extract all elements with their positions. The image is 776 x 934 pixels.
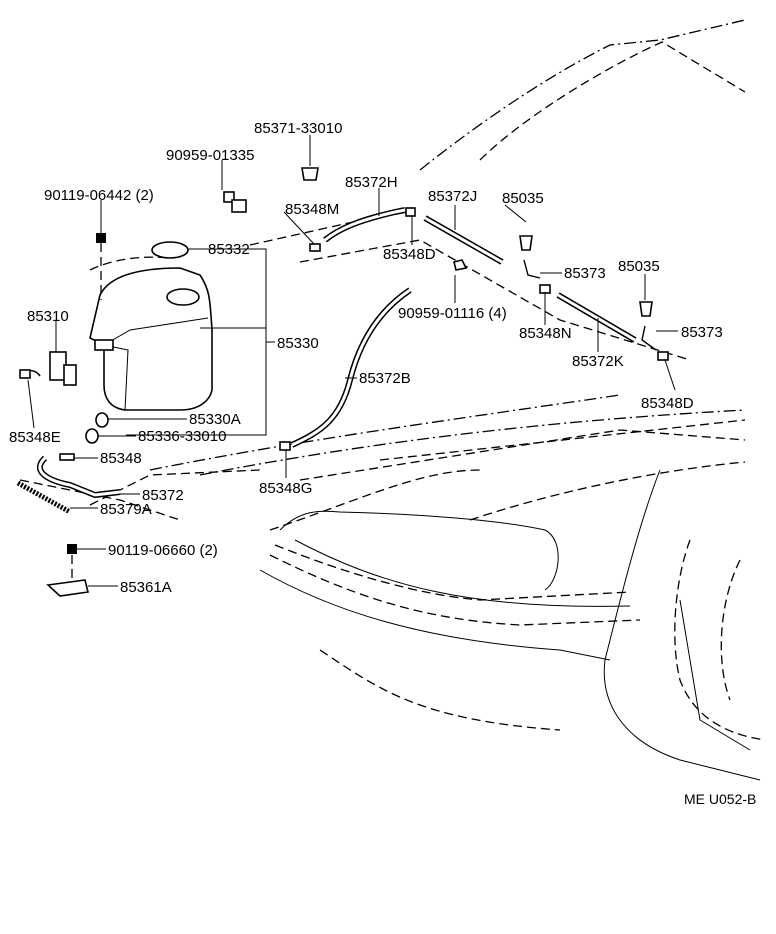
nozzle-85035-b	[639, 301, 653, 317]
label-85373-b: 85373	[681, 324, 723, 341]
hose-85372H	[323, 207, 406, 243]
joint-85348N	[539, 284, 551, 294]
hose-85372K	[556, 292, 637, 343]
label-85372: 85372	[142, 487, 184, 504]
diagram-code: ME U052-B	[684, 791, 756, 807]
label-85372H: 85372H	[345, 174, 398, 191]
washer-tank	[89, 256, 213, 411]
joint-85348G	[279, 441, 291, 451]
label-85310: 85310	[27, 308, 69, 325]
car-body-outline	[19, 19, 766, 781]
label-85330: 85330	[277, 335, 319, 352]
bracket-85361A	[46, 579, 89, 597]
label-90119-06660: 90119-06660 (2)	[108, 542, 218, 559]
label-85035-right: 85035	[618, 258, 660, 275]
clip-85371	[301, 167, 319, 181]
label-85348M: 85348M	[285, 201, 339, 218]
hose-85372B	[290, 287, 412, 448]
clip-90959-01116	[453, 259, 468, 271]
joint-85348E	[19, 369, 31, 379]
label-85348N: 85348N	[519, 325, 572, 342]
label-85348G: 85348G	[259, 480, 312, 497]
label-85373-a: 85373	[564, 265, 606, 282]
joint-85348	[59, 453, 75, 461]
bolt-90119-06660	[67, 544, 77, 554]
label-85379A: 85379A	[100, 501, 152, 518]
label-85372K: 85372K	[572, 353, 624, 370]
hose-85379A	[16, 480, 72, 515]
clip-90959-01335	[223, 191, 247, 213]
joint-85348M	[309, 243, 321, 252]
hose-85372J	[423, 215, 504, 265]
label-85348: 85348	[100, 450, 142, 467]
label-90119-06442: 90119-06442 (2)	[44, 187, 154, 204]
bolt-90119-06442	[96, 233, 106, 300]
label-85330A: 85330A	[189, 411, 241, 428]
grommet-85330a	[95, 412, 109, 428]
tank-cap	[151, 241, 189, 259]
joint-85348D-bot	[657, 351, 669, 361]
label-85361A: 85361A	[120, 579, 172, 596]
hose-85373-a	[523, 259, 541, 279]
label-85336-33010: 85336-33010	[138, 428, 226, 445]
label-85348D-top: 85348D	[383, 246, 436, 263]
label-85332: 85332	[208, 241, 250, 258]
hose-85373-b	[641, 325, 657, 351]
joint-85348D-top	[405, 207, 416, 217]
label-85372J: 85372J	[428, 188, 477, 205]
label-85348D-bottom: 85348D	[641, 395, 694, 412]
label-85372B: 85372B	[359, 370, 411, 387]
label-85035-top: 85035	[502, 190, 544, 207]
hose-85372	[36, 455, 121, 499]
label-90959-01116: 90959-01116 (4)	[398, 305, 507, 322]
grommet-85336	[85, 428, 99, 444]
label-85348E: 85348E	[9, 429, 61, 446]
label-90959-01335: 90959-01335	[166, 147, 254, 164]
label-85371-33010: 85371-33010	[254, 120, 342, 137]
nozzle-85035-a	[519, 235, 533, 251]
leader-lines	[27, 135, 678, 587]
